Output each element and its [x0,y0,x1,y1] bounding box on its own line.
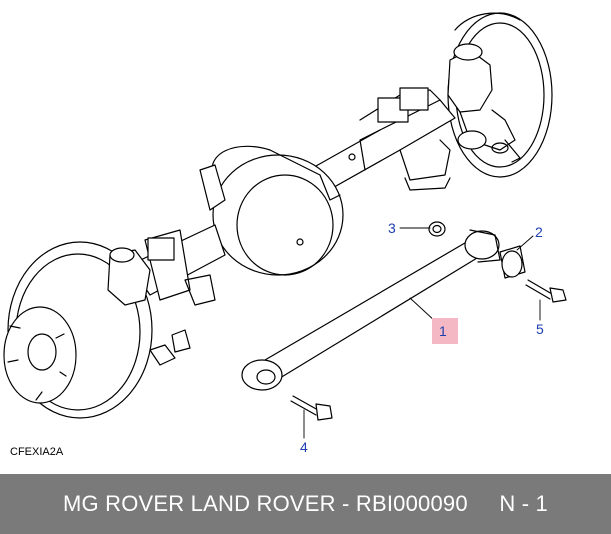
nut-part-3 [428,221,446,237]
axle-housing-left-tube [129,224,226,353]
differential-housing [199,145,344,276]
callout-5: 5 [536,321,544,337]
bolt-part-5 [525,279,567,303]
footer-title: MG ROVER LAND ROVER - RBI000090 N - 1 [62,491,548,516]
leader-line-2 [516,235,534,251]
footer-bar: MG ROVER LAND ROVER - RBI000090 N - 1 [0,474,611,534]
callout-4: 4 [300,439,308,455]
callout-2: 2 [535,224,543,240]
callout-1-highlight [432,318,458,344]
diagram-code: CFEXIA2A [10,446,64,458]
axle-exploded-diagram: 1 2 3 4 5 [3,12,567,455]
leader-line-1 [409,297,437,323]
callout-1: 1 [439,323,447,339]
bolt-part-4 [290,395,333,421]
callout-3: 3 [388,220,396,236]
left-hub-knuckle [107,247,176,366]
axle-housing-right-tube [299,87,456,196]
right-hub-knuckle [447,43,521,163]
trailing-link-arm [241,229,501,391]
bush-part-2 [499,245,526,279]
